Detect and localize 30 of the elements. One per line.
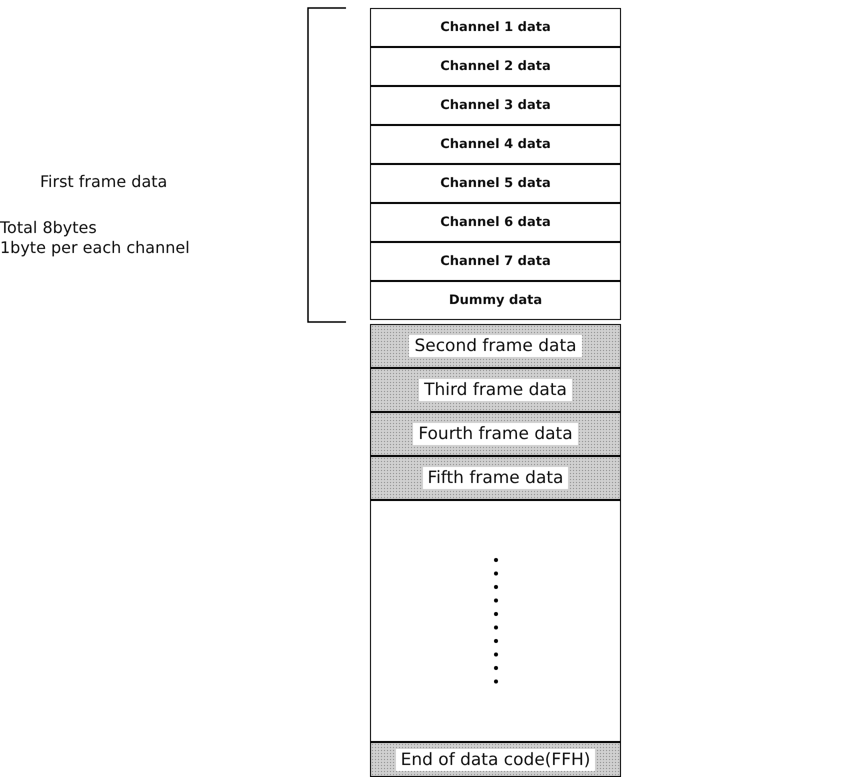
shaded-frame-row [370, 324, 621, 368]
memory-row [370, 86, 621, 125]
row-label: Channel 4 data [440, 137, 551, 152]
row-label: Fifth frame data [422, 467, 568, 489]
memory-row [370, 164, 621, 203]
memory-row [370, 242, 621, 281]
empty-memory-row [370, 500, 621, 742]
memory-row [370, 47, 621, 86]
memory-row [370, 281, 621, 320]
row-label: Third frame data [419, 379, 572, 401]
shaded-frame-row [370, 368, 621, 412]
row-label: Channel 2 data [440, 59, 551, 74]
row-label: Channel 3 data [440, 98, 551, 113]
row-label: Channel 6 data [440, 215, 551, 230]
memory-row [370, 125, 621, 164]
row-label: Channel 7 data [440, 254, 551, 269]
shaded-frame-row [370, 412, 621, 456]
shaded-frame-row [370, 456, 621, 500]
memory-row [370, 203, 621, 242]
row-label: Channel 5 data [440, 176, 551, 191]
row-label: Fourth frame data [413, 423, 578, 445]
note-text: Total 8bytes [0, 218, 97, 237]
note-text: 1byte per each channel [0, 238, 190, 257]
row-label: End of data code(FFH) [396, 748, 596, 770]
row-label: Dummy data [448, 293, 542, 308]
row-label: Channel 1 data [440, 20, 551, 35]
shaded-frame-row [370, 742, 621, 777]
row-label: Second frame data [409, 335, 582, 357]
group-label: First frame data [40, 172, 168, 191]
memory-row [370, 8, 621, 47]
